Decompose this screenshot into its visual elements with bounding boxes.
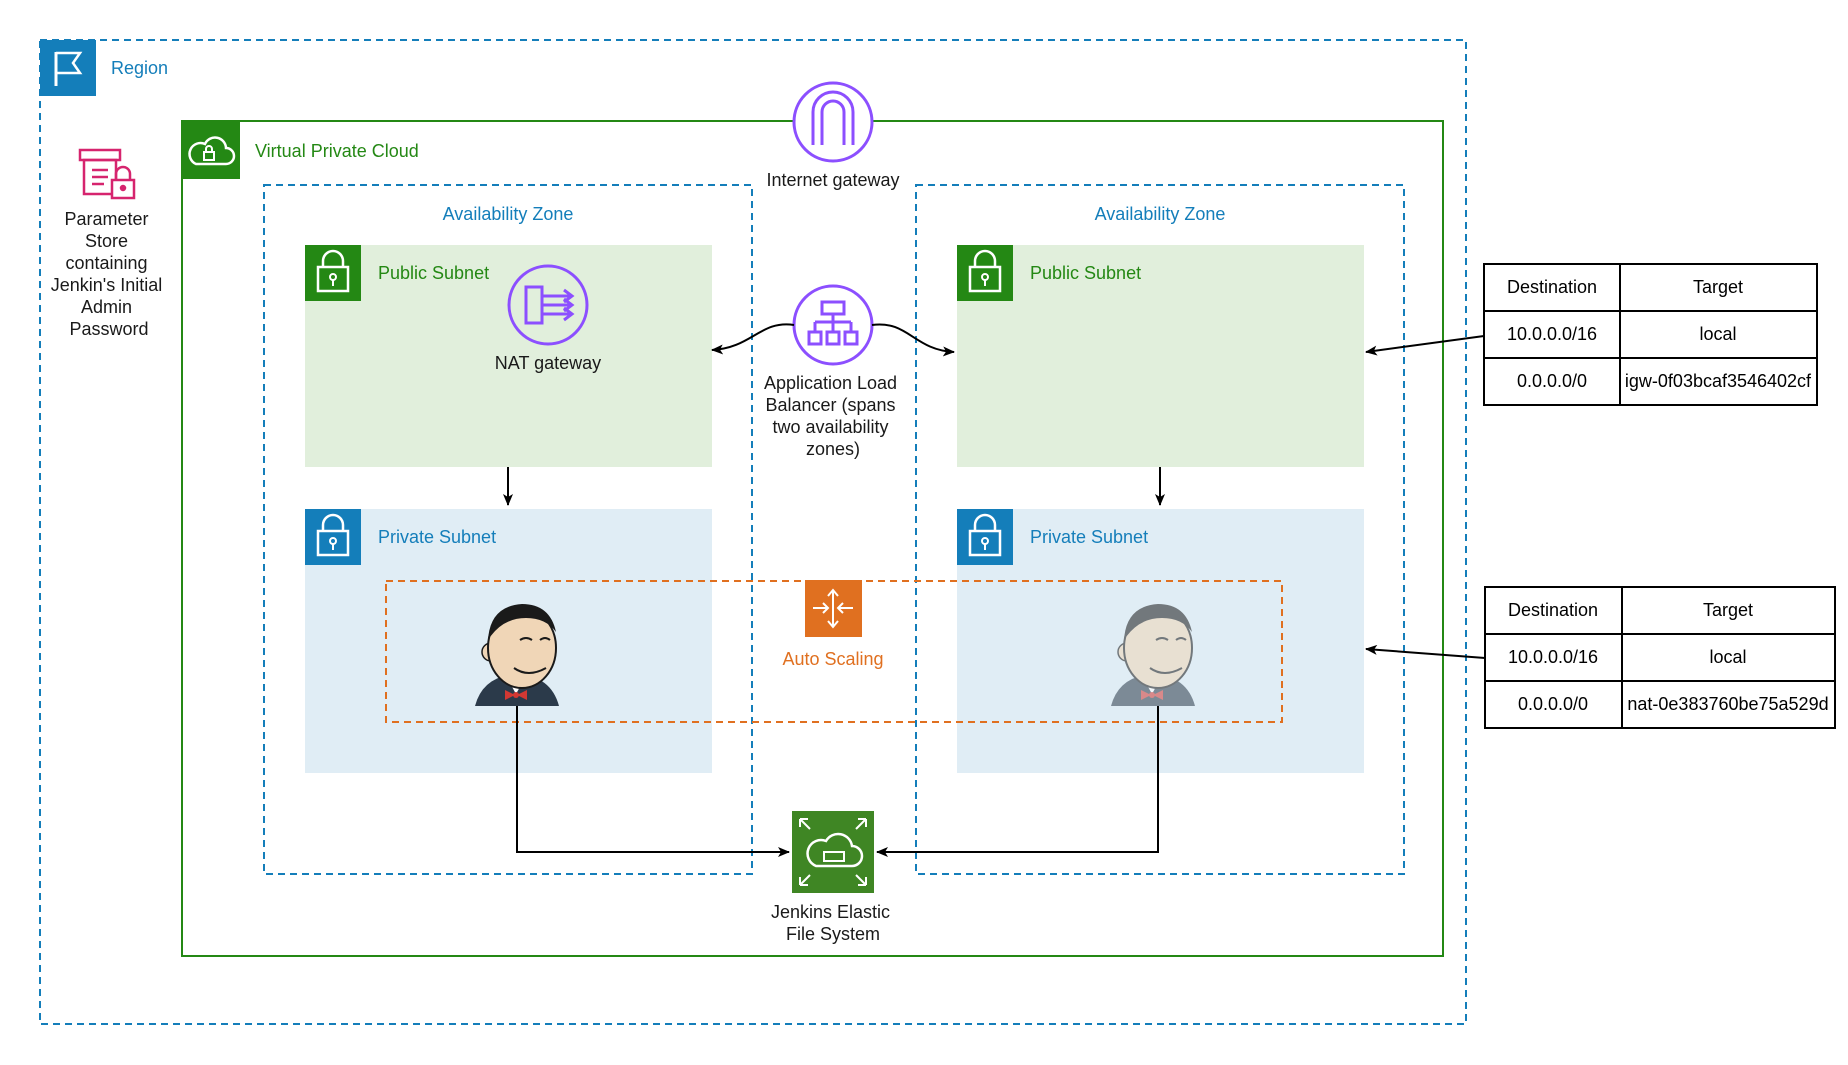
jenkins-icon	[1111, 604, 1195, 706]
parameter-store-icon	[78, 148, 136, 200]
table-header: Target	[1693, 277, 1743, 297]
jenkins-left-to-efs-arrow	[516, 706, 790, 857]
parameter-store-line: containing	[65, 253, 147, 273]
nat-gateway-icon	[507, 264, 589, 346]
efs-label: Jenkins Elastic File System	[771, 902, 895, 944]
parameter-store-line: Jenkin's Initial	[51, 275, 163, 295]
parameter-store-line: Store	[85, 231, 128, 251]
jenkins-icon	[475, 604, 559, 706]
alb-label-line: Application Load	[764, 373, 897, 393]
lock-icon	[305, 245, 361, 301]
public-subnet-left	[305, 245, 712, 467]
table-header: Destination	[1508, 600, 1598, 620]
private-route-table-arrow	[1365, 644, 1486, 659]
table-header: Destination	[1507, 277, 1597, 297]
jenkins-right-to-efs-arrow	[876, 706, 1159, 857]
private-subnet-right-label: Private Subnet	[1030, 527, 1148, 547]
table-cell: nat-0e383760be75a529d	[1627, 694, 1828, 714]
availability-zone-right	[915, 184, 1405, 875]
public-subnet-right-label: Public Subnet	[1030, 263, 1141, 283]
lock-icon	[305, 509, 361, 565]
internet-gateway-label: Internet gateway	[766, 170, 899, 190]
az-left-label: Availability Zone	[443, 204, 574, 224]
region-flag-icon	[40, 40, 96, 96]
alb-label: Application Load Balancer (spans two ava…	[764, 373, 902, 459]
table-cell: igw-0f03bcaf3546402cf	[1625, 371, 1812, 391]
alb-label-line: Balancer (spans	[765, 395, 895, 415]
efs-icon	[792, 811, 874, 893]
table-cell: 0.0.0.0/0	[1517, 371, 1587, 391]
table-cell: local	[1699, 324, 1736, 344]
alb-to-public-right-arrow	[871, 323, 955, 357]
region-boundary	[39, 39, 1467, 1025]
private-subnet-left-label: Private Subnet	[378, 527, 496, 547]
efs-label-line: Jenkins Elastic	[771, 902, 890, 922]
public-subnet-left-label: Public Subnet	[378, 263, 489, 283]
parameter-store-line: Admin	[81, 297, 132, 317]
internet-gateway-icon	[792, 81, 874, 163]
table-cell: 10.0.0.0/16	[1508, 647, 1598, 667]
vpc-label: Virtual Private Cloud	[255, 141, 419, 161]
route-table-private	[1484, 586, 1836, 729]
public-route-table-arrow	[1365, 335, 1485, 356]
auto-scaling-icon	[805, 580, 862, 637]
nat-gateway-label: NAT gateway	[495, 353, 601, 373]
table-header: Target	[1703, 600, 1753, 620]
load-balancer-icon	[792, 284, 874, 366]
availability-zone-left	[263, 184, 753, 875]
public-subnet-right	[957, 245, 1364, 467]
parameter-store-label: Parameter Store containing Jenkin's Init…	[51, 209, 168, 339]
auto-scaling-label: Auto Scaling	[782, 649, 883, 669]
efs-label-line: File System	[786, 924, 880, 944]
table-cell: 0.0.0.0/0	[1518, 694, 1588, 714]
table-cell: 10.0.0.0/16	[1507, 324, 1597, 344]
route-table-public	[1483, 263, 1818, 406]
alb-to-public-left-arrow	[711, 323, 795, 355]
vpc-cloud-icon	[182, 121, 240, 179]
alb-label-line: zones)	[806, 439, 860, 459]
lock-icon	[957, 509, 1013, 565]
lock-icon	[957, 245, 1013, 301]
parameter-store-line: Parameter	[64, 209, 148, 229]
table-cell: local	[1709, 647, 1746, 667]
az-right-label: Availability Zone	[1095, 204, 1226, 224]
alb-label-line: two availability	[772, 417, 888, 437]
parameter-store-line: Password	[69, 319, 148, 339]
region-label: Region	[111, 58, 168, 78]
